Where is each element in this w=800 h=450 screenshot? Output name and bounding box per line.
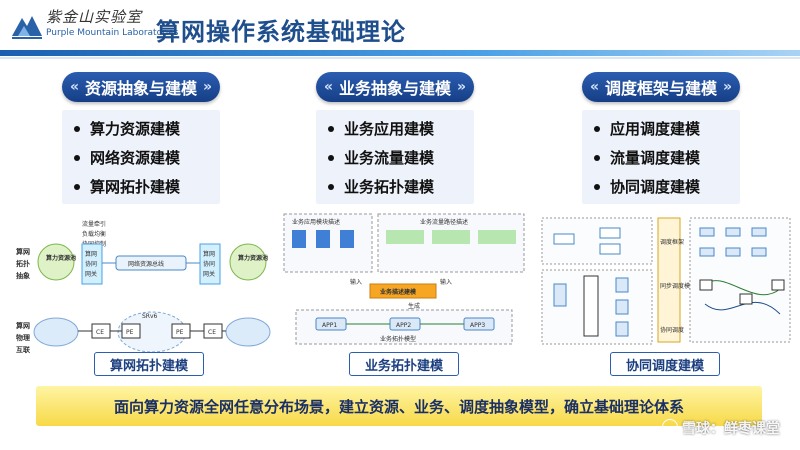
scheduling-diagram-svg: 调度框架 同步调度模型 协同调度 [541, 217, 791, 345]
bullet-item: 业务应用建模 [328, 118, 434, 139]
snowball-icon [662, 419, 678, 435]
heading-business-modeling: « 业务抽象与建模 » [316, 72, 474, 102]
bullet-list-resource: 算力资源建模 网络资源建模 算网拓扑建模 [62, 110, 220, 204]
heading-scheduling-framework: « 调度框架与建模 » [582, 72, 740, 102]
logo-chinese-text: 紫金山实验室 [46, 8, 143, 26]
scheduler-label: 协同调度 [660, 326, 684, 334]
document-icon [292, 230, 306, 248]
cloud-left [33, 317, 79, 347]
bullet-item: 协同调度建模 [594, 176, 700, 197]
note-text: 流量牵引 [82, 220, 106, 228]
gateway-label: 协同 [85, 260, 97, 268]
compute-pool-label: 算力资源池 [238, 254, 268, 262]
caption-topology: 算网拓扑建模 [94, 352, 204, 376]
bullet-item: 流量调度建模 [594, 147, 700, 168]
bullet-item: 算网拓扑建模 [74, 176, 180, 197]
chevron-left-icon: « [589, 79, 599, 95]
gateway-right [199, 243, 221, 285]
business-diagram: 业务应用模块描述 业务流量路径描述 输入 输入 业务描述建模 生成 APP1 A… [280, 212, 528, 346]
gateway-label: 协同 [203, 260, 215, 268]
compute-pool-label: 算力资源池 [46, 254, 76, 262]
watermark: 雪球：鲜枣课堂 [662, 418, 780, 438]
logo-english-text: Purple Mountain Laboratories [46, 28, 179, 38]
gateway-label: 算网 [85, 250, 97, 258]
side-label: 物理 [16, 333, 30, 342]
pe-label: PE [176, 329, 184, 336]
business-modeling-box [369, 283, 437, 299]
summary-banner: 面向算力资源全网任意分布场景，建立资源、业务、调度抽象模型，确立基础理论体系 [36, 386, 762, 426]
scheduling-diagram: 调度框架 同步调度模型 协同调度 [540, 214, 794, 346]
heading-label: 业务抽象与建模 [338, 79, 451, 98]
chevron-right-icon: » [457, 79, 467, 95]
compute-pool-right [229, 243, 267, 281]
topology-diagram: 算网 拓扑 抽象 算网 物理 互联 流量牵引 负载均衡 协同控制 算力资源池 算… [12, 214, 274, 370]
mountain-logo-icon [12, 16, 42, 39]
caption-scheduling: 协同调度建模 [610, 352, 720, 376]
gateway-label: 算网 [203, 250, 215, 258]
caption-business: 业务拓扑建模 [349, 352, 459, 376]
bullet-item: 算力资源建模 [74, 118, 180, 139]
heading-label: 调度框架与建模 [604, 79, 717, 98]
page-title: 算网操作系统基础理论 [156, 18, 406, 46]
watermark-text: 雪球：鲜枣课堂 [682, 421, 780, 437]
document-icon [340, 230, 354, 248]
app-module-title: 业务应用模块描述 [292, 218, 340, 226]
side-label: 算网 [15, 247, 30, 256]
app-label: APP3 [470, 322, 485, 329]
bullet-item: 业务拓扑建模 [328, 176, 434, 197]
bullet-item: 业务流量建模 [328, 147, 434, 168]
app-label: APP1 [322, 322, 337, 329]
gateway-label: 网关 [85, 270, 97, 278]
traffic-table [478, 230, 516, 244]
side-label: 互联 [16, 345, 31, 354]
compute-pool-left [37, 243, 75, 281]
side-label: 拓扑 [16, 259, 30, 268]
header: 紫金山实验室 Purple Mountain Laboratories 算网操作… [0, 0, 800, 59]
ce-label: CE [96, 329, 104, 336]
topology-diagram-svg: 算网 拓扑 抽象 算网 物理 互联 流量牵引 负载均衡 协同控制 算力资源池 算… [15, 220, 271, 354]
bullet-item: 网络资源建模 [74, 147, 180, 168]
header-divider-thin [0, 57, 800, 59]
scheduler-label: 调度框架 [660, 238, 684, 246]
document-icon [316, 230, 330, 248]
chevron-right-icon: » [203, 79, 213, 95]
business-diagram-svg: 业务应用模块描述 业务流量路径描述 输入 输入 业务描述建模 生成 APP1 A… [283, 213, 525, 345]
chevron-right-icon: » [723, 79, 733, 95]
pe-label: PE [126, 329, 134, 336]
cloud-right [225, 317, 271, 347]
input-label: 输入 [440, 278, 452, 286]
input-label: 输入 [350, 278, 362, 286]
scheduler-label: 同步调度模型 [660, 282, 696, 290]
header-divider [0, 50, 800, 56]
scheduler-column [657, 217, 681, 343]
note-text: 负载均衡 [82, 230, 106, 238]
traffic-table [386, 230, 424, 244]
side-label: 算网 [15, 321, 30, 330]
heading-resource-modeling: « 资源抽象与建模 » [62, 72, 220, 102]
business-topology-title: 业务拓扑模型 [380, 335, 416, 343]
traffic-table [432, 230, 470, 244]
gateway-label: 网关 [203, 270, 215, 278]
core-label: SRv6 [142, 313, 158, 320]
side-label: 抽象 [16, 271, 30, 280]
chevron-left-icon: « [69, 79, 79, 95]
gateway-left [81, 243, 103, 285]
business-modeling-label: 业务描述建模 [380, 288, 417, 296]
network-bus-label: 网络资源总线 [128, 260, 164, 268]
heading-label: 资源抽象与建模 [84, 79, 197, 98]
traffic-path-title: 业务流量路径描述 [420, 218, 468, 226]
generate-label: 生成 [408, 302, 420, 310]
bullet-item: 应用调度建模 [594, 118, 700, 139]
app-label: APP2 [396, 322, 411, 329]
bullet-list-scheduling: 应用调度建模 流量调度建模 协同调度建模 [582, 110, 740, 204]
chevron-left-icon: « [323, 79, 333, 95]
ce-label: CE [208, 329, 216, 336]
bullet-list-business: 业务应用建模 业务流量建模 业务拓扑建模 [316, 110, 474, 204]
